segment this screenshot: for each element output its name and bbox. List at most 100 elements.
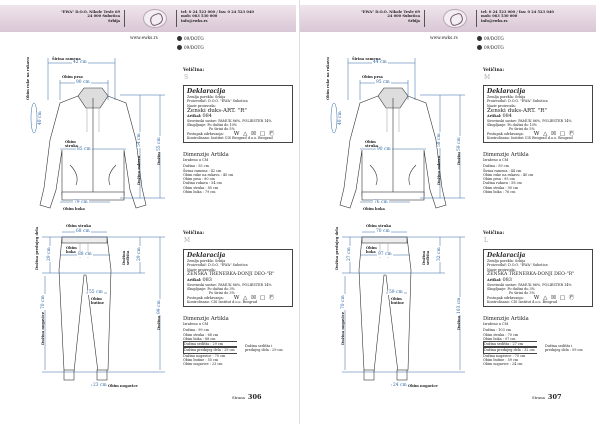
dim-item: Obim ruke na rukavu : 40 cm — [483, 172, 534, 177]
pants-hip-value: 97 cm — [377, 252, 393, 257]
waist-value: 90 cm — [376, 147, 392, 152]
care-label: Postupak održavanja: — [487, 131, 524, 136]
fabric: Sirovinski sastav: PAMUK 86%, POLIESTER … — [487, 282, 572, 287]
seat-length-value: 32 cm — [437, 246, 442, 262]
care-symbols-icon: W △ ☒ □ Ⓟ — [233, 130, 276, 137]
hip-value: 79 cm — [73, 200, 89, 205]
article: Artikal: 083 — [487, 278, 589, 283]
dimensions-unit: Izraženo u CM — [183, 158, 209, 162]
combined-length-note: Dužina sedišta i prednjeg dela : 59 cm — [545, 344, 583, 353]
product-name-label: Naziv proizvoda: — [487, 103, 516, 108]
dim-item: Obim prsa : 90 cm — [183, 177, 215, 182]
sleeve-length-value: 58 cm — [437, 132, 442, 148]
thigh-value: 55 cm — [88, 290, 104, 295]
page-number-value: 307 — [547, 393, 562, 401]
dim-item: Obim ruke na rukavu : 40 cm — [183, 172, 234, 177]
article-number: 084 — [202, 113, 212, 120]
pants-waist-value: 70 cm — [375, 229, 391, 234]
shrink-width: Po širini do 3% — [509, 291, 535, 296]
sleeve-length-label: Dužina rukava — [437, 155, 441, 185]
jacket-drawing — [339, 87, 447, 209]
website-link[interactable]: www.ewks.rs — [430, 35, 458, 40]
cert-icon — [477, 36, 482, 41]
product-name: Ženski duks-ART. "R" — [487, 107, 547, 114]
waist-label: Obim struka — [365, 140, 379, 148]
cert-label: 09/DOTG — [484, 45, 504, 50]
company-logo — [143, 9, 167, 28]
pants-drawing — [58, 236, 112, 381]
leg-length-value: 70 cm — [341, 294, 346, 310]
dim-item: Dužina : 103 cm — [483, 328, 511, 333]
care-symbols-icon: W △ ☒ □ Ⓟ — [533, 130, 576, 137]
article-label: Artikal: — [187, 278, 202, 283]
sleeve-length-value: 54 cm — [137, 132, 142, 148]
shrink-width: Po širini do 5% — [209, 127, 235, 132]
website-link[interactable]: www.ewks.rs — [130, 35, 158, 40]
dim-item: Obim prsa : 95 cm — [483, 177, 515, 182]
seat-length-value: 29 cm — [137, 246, 142, 262]
cert-icon — [177, 45, 182, 50]
article: Artikal: 084 — [487, 114, 589, 119]
sleeve-label: Obim ruke na rukavu — [326, 57, 330, 100]
dimensions-block: Dimenzije Artikla Izraženo u CM Dužina :… — [183, 316, 237, 367]
front-length-value: 27 cm — [347, 246, 352, 262]
dimensions-unit: Izraženo u CM — [483, 322, 509, 326]
front-length-label: Dužina prednjeg dela — [335, 227, 339, 270]
front-length-value: 29 cm — [47, 246, 52, 262]
length-value: 59 cm — [457, 136, 462, 152]
cert-icon — [177, 36, 182, 41]
dim-item: Dužina sedišta : 29 cm — [183, 341, 237, 348]
leg-length-label: Dužina nogavice — [41, 311, 45, 345]
shrink-width: Po širini do 3% — [209, 291, 235, 296]
shoulder-value: 42 cm — [72, 60, 88, 65]
fabric: Sirovinski sastav: PAMUK 86%, POLIESTER … — [187, 282, 272, 287]
address-line: "EWA" D.O.O. Nikole Tesle 69 — [360, 10, 420, 14]
size-value: L — [484, 237, 488, 244]
address-line: 24 000 Subotica — [387, 14, 420, 19]
dimensions-unit: Izraženo u CM — [183, 322, 209, 326]
product-name: ŽENSKA TRENERKA-DONJI DEO-"R" — [487, 271, 575, 277]
address-line: 24 000 Subotica — [87, 14, 120, 19]
dim-item: Obim butine : 55 cm — [183, 358, 219, 363]
contact-line: info@ewks.rs — [481, 18, 508, 23]
pants-waist-label: Obim struka — [66, 224, 92, 228]
length-label: Dužina — [457, 150, 461, 165]
dim-item: Dužina : 99 cm — [183, 328, 209, 333]
hip-value: 76 cm — [373, 200, 389, 205]
divider — [424, 10, 425, 27]
divider — [124, 10, 125, 27]
origin: Zemlja porekla: Srbija — [487, 95, 526, 99]
combined-length-note: Dužina sedišta i prednjeg dela : 29 cm — [245, 344, 283, 353]
catalog-page: "EWA" D.O.O. Nikole Tesle 69 24 000 Subo… — [0, 0, 300, 424]
declaration-box: Deklaracija Zemlja porekla: Srbija Proiz… — [483, 85, 593, 144]
manufacturer: Proizvođač: D.O.O. "EWA" Subotica — [487, 99, 548, 104]
dim-item: Dužina sedišta : 27 cm — [483, 341, 537, 348]
care-label: Postupak održavanja: — [487, 295, 524, 300]
company-address: "EWA" D.O.O. Nikole Tesle 69 24 000 Subo… — [40, 10, 120, 23]
shrink-length: Skupljanje: Po dužini do 3% — [487, 286, 535, 291]
size-label: Veličina: — [483, 68, 505, 73]
seat-length-label: Dužina sedišta — [122, 250, 130, 265]
manufacturer: Proizvođač: D.O.O. "EWA" Subotica — [487, 263, 548, 268]
sleeve-label: Obim ruke na rukavu — [26, 57, 30, 100]
shrink-length: Skupljanje: Po dužini do 3% — [187, 286, 235, 291]
address-line: "EWA" D.O.O. Nikole Tesle 69 — [60, 10, 120, 14]
contact-line: tel: 0 24 523 000 / fax: 0 24 523 040 — [481, 10, 554, 14]
care: Postupak održavanja:W △ ☒ □ Ⓟ — [487, 295, 589, 301]
pants-length-value: 99 cm — [157, 299, 162, 315]
jacket-drawing — [39, 87, 147, 209]
dim-item: Obim struka : 85 cm — [183, 185, 219, 190]
certificate: 09/DOTG — [477, 45, 504, 50]
thigh-value: 59 cm — [388, 290, 404, 295]
origin: Zemlja porekla: Srbija — [487, 259, 526, 263]
chest-label: Obim prsa — [62, 75, 83, 79]
dimensions-unit: Izraženo u CM — [483, 158, 509, 162]
shrink-length: Skupljanje: Po dužini do 10% — [187, 122, 238, 127]
page-label: Strana — [232, 395, 245, 400]
thigh-label: Obim butine — [391, 297, 405, 305]
dimensions-title: Dimenzije Artikla — [483, 316, 529, 322]
hip-label: Obim boka — [63, 207, 85, 211]
pants-waist-value: 68 cm — [75, 229, 91, 234]
